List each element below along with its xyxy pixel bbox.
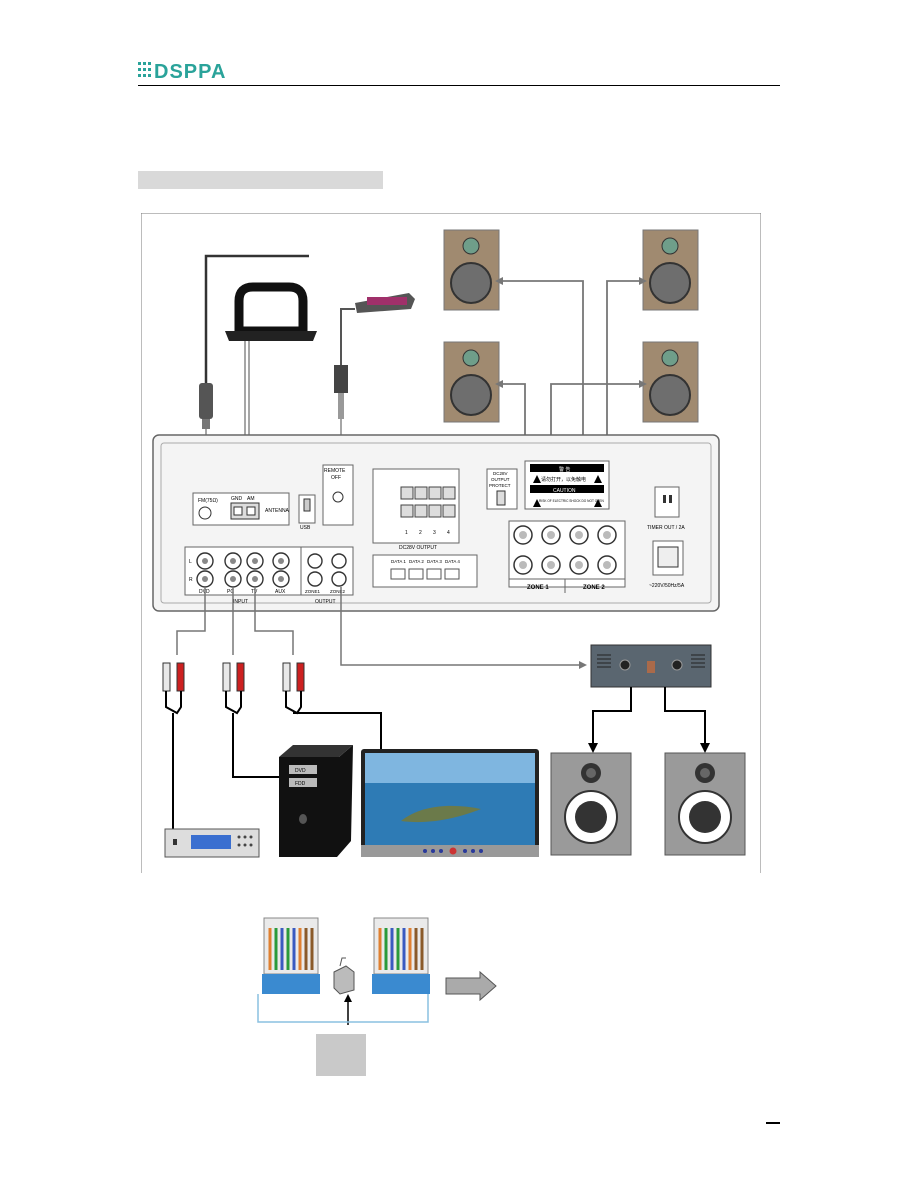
usb-label: USB	[300, 525, 311, 531]
dvd-player	[164, 828, 260, 858]
power-label: ~220V/50Hz/5A	[649, 583, 685, 589]
remote-ir-receiver	[334, 293, 415, 513]
warning-cn: 警 告	[559, 466, 570, 473]
speaker-zone1-right	[443, 341, 500, 423]
rj45-plug-right	[372, 917, 430, 994]
rj45-wiring-diagram	[250, 910, 500, 1025]
input-label: INPUT	[233, 599, 248, 605]
connection-diagram: FM(75Ω) GND AM ANTENNA USB REMOTE OFF 1 …	[140, 212, 762, 873]
data-port-3: DATA 3	[427, 559, 442, 564]
amplifier-rear-panel: FM(75Ω) GND AM ANTENNA USB REMOTE OFF 1 …	[152, 434, 720, 612]
speaker-zone2-left	[642, 229, 699, 311]
gnd-label: GND	[231, 496, 243, 502]
device-cables	[172, 712, 382, 829]
dc-terminal-1: 1	[405, 530, 408, 536]
fm-jack-label: FM(75Ω)	[198, 498, 218, 504]
antenna-label: ANTENNA	[265, 508, 290, 514]
power-amplifier	[588, 644, 712, 753]
rca-plugs-dvd	[162, 662, 185, 715]
remote-label-1: REMOTE	[324, 468, 346, 474]
data-port-2: DATA 2	[409, 559, 424, 564]
speaker-zone2-right	[642, 341, 699, 423]
caution-label: CAUTION	[553, 488, 576, 494]
protect-label-1: DC28V	[493, 471, 508, 476]
crimp-tool	[333, 957, 355, 995]
timer-out-label: TIMER OUT / 2A	[647, 525, 685, 531]
right-arrow-icon	[445, 970, 497, 1002]
rj45-plug-left	[262, 917, 320, 994]
brand-logo-text: DSPPA	[154, 61, 226, 82]
channel-r-label: R	[189, 577, 193, 583]
remote-label-2: OFF	[331, 475, 341, 481]
brand-logo: DSPPA	[138, 58, 242, 83]
floor-speaker-right	[664, 752, 746, 856]
dc-terminal-2: 2	[419, 530, 422, 536]
output-label: OUTPUT	[315, 599, 336, 605]
caution-sub: RISK OF ELECTRIC SHOCK DO NOT OPEN	[539, 499, 604, 503]
pc-drive-2-label: FDD	[295, 781, 306, 787]
zone2-label: ZONE 2	[583, 585, 605, 591]
dc-terminal-3: 3	[433, 530, 436, 536]
input-pc-label: PC	[227, 589, 234, 595]
protect-label-2: OUTPUT	[491, 477, 510, 482]
protect-label-3: PROTECT	[489, 483, 511, 488]
output-zone2-label: ZONE2	[330, 589, 346, 594]
pc-drive-1-label: DVD	[295, 768, 306, 774]
input-cables	[176, 587, 581, 666]
am-label: AM	[247, 496, 255, 502]
dc-terminal-4: 4	[447, 530, 450, 536]
flat-tv	[361, 749, 539, 857]
output-zone1-label: ZONE1	[305, 589, 321, 594]
rca-plugs-pc	[222, 662, 245, 715]
floor-speaker-left	[550, 752, 632, 856]
dc-output-label: DC28V OUTPUT	[399, 545, 437, 551]
data-port-4: DATA 4	[445, 559, 460, 564]
input-aux-label: AUX	[275, 589, 286, 595]
tool-label-box	[316, 1034, 366, 1076]
data-port-1: DATA 1	[391, 559, 406, 564]
pc-tower: DVD FDD	[279, 745, 353, 857]
zone1-label: ZONE 1	[527, 585, 549, 591]
channel-l-label: L	[189, 559, 192, 565]
warning-cn-sub: 请勿打开，以免触电	[541, 476, 586, 483]
rca-plugs-tv	[282, 662, 305, 715]
page-number	[766, 1104, 780, 1124]
speaker-zone1-left	[443, 229, 500, 311]
header-rule	[138, 85, 780, 86]
section-heading-bar	[138, 171, 383, 189]
